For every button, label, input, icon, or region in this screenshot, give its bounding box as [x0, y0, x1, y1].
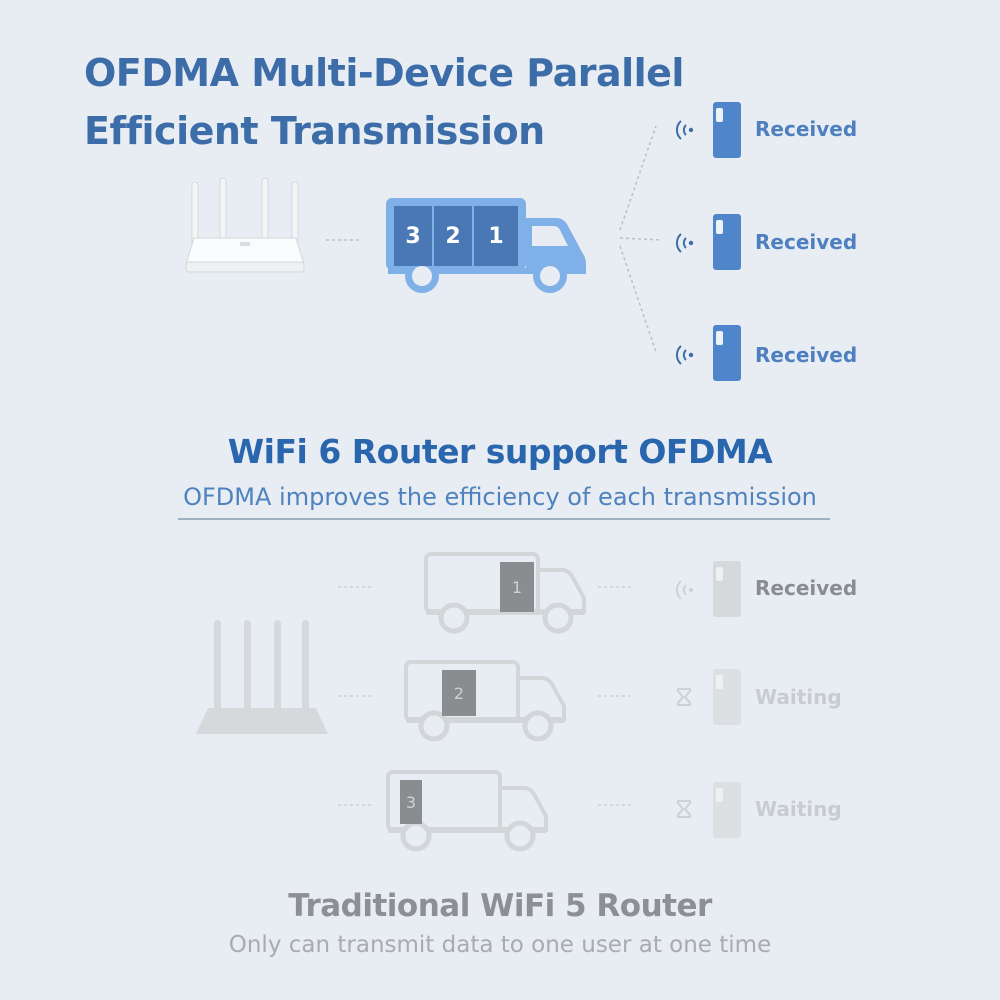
packet-label: 1 [511, 577, 523, 597]
phone-icon [713, 561, 741, 617]
connector-line [338, 804, 374, 806]
phone-icon [713, 102, 741, 158]
connector-line [598, 804, 634, 806]
device-status-label: Received [755, 576, 858, 600]
gray-truck-icon [404, 660, 566, 742]
packet-box: 2 [442, 670, 476, 716]
device-status-label: Waiting [755, 797, 842, 821]
connector-line [326, 239, 362, 241]
packet-box: 1 [474, 206, 518, 266]
device-status-label: Waiting [755, 685, 842, 709]
device-status-label: Received [755, 230, 858, 254]
page-title-line-1: OFDMA Multi-Device Parallel [84, 51, 684, 95]
wifi-signal-icon [675, 580, 694, 600]
packet-box: 3 [400, 780, 422, 824]
wifi6-router-icon [185, 177, 305, 273]
divider [178, 518, 830, 520]
wifi-signal-icon [675, 233, 694, 253]
gray-truck-icon [424, 552, 586, 634]
hourglass-icon [677, 688, 691, 706]
packet-label: 3 [405, 223, 421, 249]
connector-line [598, 695, 634, 697]
page-title-line-2: Efficient Transmission [84, 109, 545, 153]
gray-truck-icon [386, 770, 548, 852]
packet-label: 2 [445, 223, 461, 249]
wifi5-router-icon [196, 620, 328, 734]
packet-box: 3 [394, 206, 432, 266]
fanout-lines [619, 125, 663, 353]
phone-icon [713, 782, 741, 838]
wifi5-subheading: Only can transmit data to one user at on… [228, 932, 772, 958]
packet-box: 2 [434, 206, 472, 266]
wifi6-subheading: OFDMA improves the efficiency of each tr… [183, 483, 817, 511]
phone-icon [713, 325, 741, 381]
packet-label: 2 [453, 683, 465, 703]
connector-line [338, 586, 374, 588]
wifi-signal-icon [675, 120, 694, 140]
connector-line [598, 586, 634, 588]
packet-label: 3 [405, 792, 417, 812]
phone-icon [713, 669, 741, 725]
device-status-label: Received [755, 117, 858, 141]
device-status-label: Received [755, 343, 858, 367]
connector-line [338, 695, 374, 697]
page-title: OFDMA Multi-Device Parallel Efficient Tr… [84, 44, 684, 160]
phone-icon [713, 214, 741, 270]
wifi5-heading: Traditional WiFi 5 Router [288, 888, 712, 924]
wifi6-heading: WiFi 6 Router support OFDMA [227, 432, 773, 471]
packet-box: 1 [500, 562, 534, 612]
packet-label: 1 [488, 223, 504, 249]
hourglass-icon [677, 800, 691, 818]
wifi-signal-icon [675, 345, 694, 365]
